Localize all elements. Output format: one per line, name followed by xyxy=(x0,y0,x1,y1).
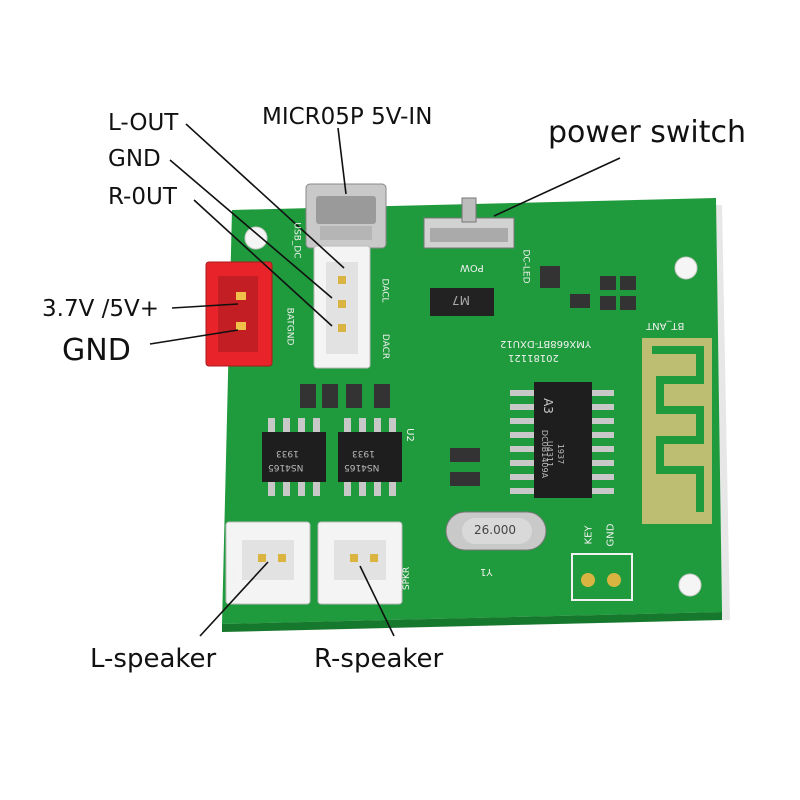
main-chip-logo: A3 xyxy=(540,398,555,414)
crystal xyxy=(445,511,547,551)
label-r-out: R-0UT xyxy=(108,184,177,210)
silk-dacl: DACL xyxy=(379,278,390,303)
silk-dacr: DACR xyxy=(380,333,391,360)
silk-bt-ant: BT_ANT xyxy=(646,320,685,331)
label-usb-in: MICR05P 5V-IN xyxy=(262,104,433,130)
silk-dc-led: DC-LED xyxy=(520,249,531,284)
battery-connector xyxy=(205,261,273,367)
line-out-connector xyxy=(313,245,371,369)
silk-spkl: SPKL xyxy=(224,567,235,590)
main-chip-lot: U4311 xyxy=(545,440,555,468)
bluetooth-chip xyxy=(510,382,614,498)
silk-key: KEY xyxy=(583,525,595,545)
silk-y1: Y1 xyxy=(480,566,493,577)
power-switch xyxy=(423,197,515,249)
silk-date: 20181121 xyxy=(508,352,559,363)
amp-right-marking: NS4165 xyxy=(344,462,380,472)
amp-left-date: 1933 xyxy=(276,448,299,458)
silk-usb-dc: USB_DC xyxy=(291,222,302,259)
label-battery-gnd: GND xyxy=(62,333,131,368)
silk-gnd2: GND xyxy=(605,523,617,547)
label-power-switch: power switch xyxy=(548,115,747,150)
key-pads xyxy=(571,553,633,601)
diode xyxy=(430,288,494,316)
silk-u2: U2 xyxy=(403,428,415,442)
silk-spkr: SPKR xyxy=(402,566,413,591)
crystal-marking: 26.000 xyxy=(474,523,516,537)
label-l-speaker: L-speaker xyxy=(90,644,217,674)
label-r-speaker: R-speaker xyxy=(314,644,444,674)
amp-chips xyxy=(262,418,402,496)
silk-model: YMX668BT-DXU12 xyxy=(500,338,591,349)
diode-marking: M7 xyxy=(452,293,470,307)
label-battery-plus: 3.7V /5V+ xyxy=(42,296,160,322)
leader-lines xyxy=(149,123,621,637)
amp-left-marking: NS4165 xyxy=(268,462,304,472)
silk-batgnd: BATGND xyxy=(284,307,295,346)
passive-components xyxy=(300,266,636,486)
label-l-out: L-OUT xyxy=(108,110,179,136)
pcb-antenna xyxy=(642,338,712,524)
micro-usb-port xyxy=(305,183,387,249)
amp-right-date: 1933 xyxy=(352,448,375,458)
pcb-edge xyxy=(222,612,722,632)
main-chip-date: 1937 xyxy=(556,443,566,465)
label-gnd-out: GND xyxy=(108,146,161,172)
silk-pow: POW xyxy=(460,262,484,273)
